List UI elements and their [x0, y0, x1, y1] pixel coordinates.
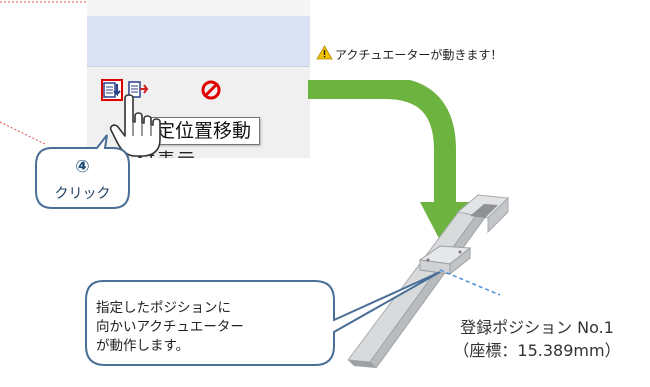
move-to-position-icon: [103, 82, 121, 98]
clipped-text: 付表示: [137, 146, 197, 158]
note-callout-bubble: [85, 271, 441, 366]
warning-icon: [316, 45, 333, 60]
position-pointer-line: [439, 269, 501, 296]
note-text: 指定したポジションに 向かいアクチュエーター が動作します。: [96, 299, 326, 356]
menu-area: [87, 16, 310, 67]
stop-icon: [201, 80, 221, 100]
click-callout-bubble: [35, 134, 130, 209]
toolbar: [87, 67, 310, 117]
connector-line-bottom: [0, 121, 46, 145]
note-line-1: 指定したポジションに: [96, 300, 231, 316]
stop-button[interactable]: [200, 79, 222, 101]
step-number: ④: [75, 157, 90, 177]
position-coordinate: （座標：15.389mm）: [453, 341, 621, 360]
move-to-position-button[interactable]: [101, 79, 123, 101]
window-titlebar: [87, 0, 310, 16]
note-line-2: 向かいアクチュエーター: [96, 319, 244, 335]
tooltip: 定位置移動: [147, 117, 261, 145]
move-step-button[interactable]: [127, 79, 149, 101]
warning-text: アクチュエーターが動きます！: [335, 48, 503, 62]
note-line-3: が動作します。: [96, 338, 190, 354]
click-label: クリック: [54, 186, 111, 202]
app-screenshot: 定位置移動 付表示: [87, 0, 310, 158]
move-step-icon: [128, 81, 149, 98]
hand-pointer-icon: [109, 94, 161, 157]
connector-lines: [0, 1, 87, 145]
position-label: 登録ポジション No.1: [460, 318, 614, 337]
